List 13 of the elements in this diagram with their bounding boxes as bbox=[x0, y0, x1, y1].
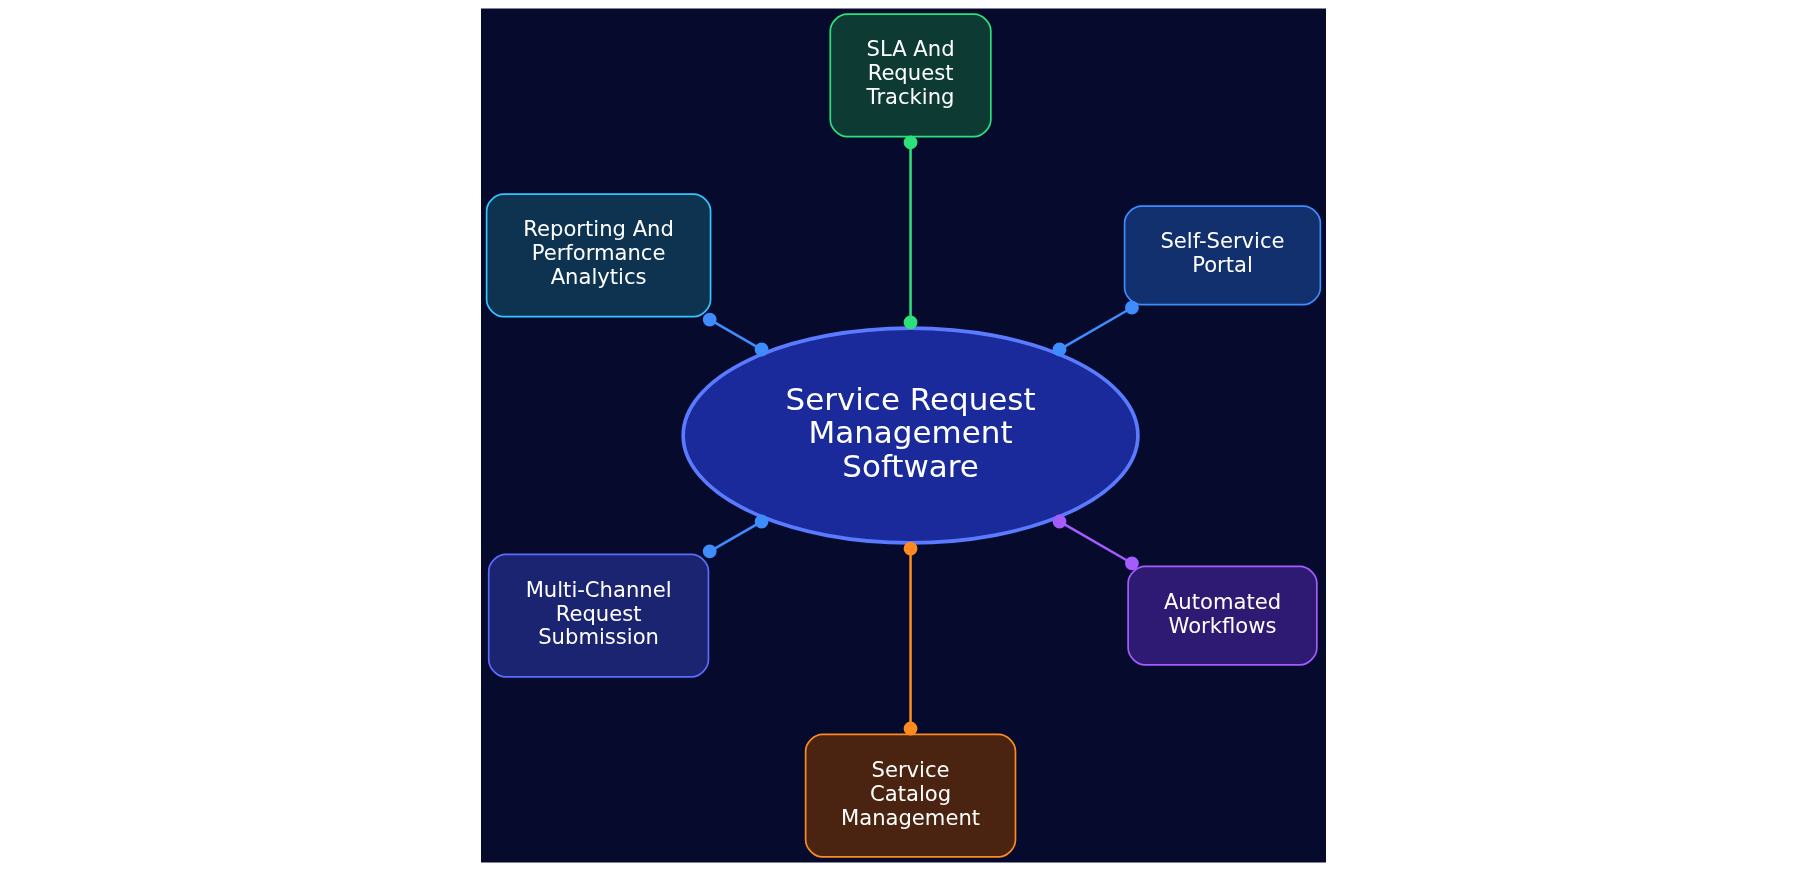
connector bbox=[1052, 300, 1139, 357]
connector bbox=[903, 135, 917, 330]
connector bbox=[702, 312, 768, 357]
node-ellipse: Service Request Management Software bbox=[680, 326, 1140, 545]
node-box: Reporting And Performance Analytics bbox=[485, 193, 711, 318]
connector bbox=[702, 514, 768, 559]
node-box: Self-Service Portal bbox=[1123, 205, 1321, 306]
node-box: Service Catalog Management bbox=[804, 733, 1016, 858]
node-box: Multi-Channel Request Submission bbox=[487, 553, 709, 678]
node-box: Automated Workflows bbox=[1126, 565, 1318, 666]
node-box: SLA And Request Tracking bbox=[828, 13, 992, 138]
connector bbox=[903, 541, 917, 736]
connector bbox=[1052, 514, 1139, 571]
